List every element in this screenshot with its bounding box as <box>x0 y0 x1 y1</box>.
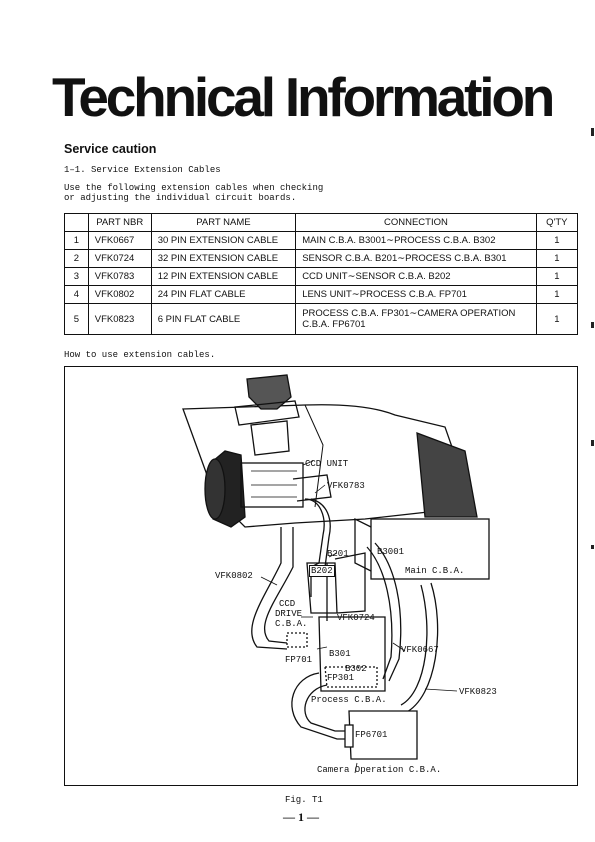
table-row: 1 VFK0667 30 PIN EXTENSION CABLE MAIN C.… <box>64 231 579 250</box>
cable-vfk0802 <box>251 527 288 650</box>
row-number: 5 <box>64 303 89 335</box>
table-row: 3 VFK0783 12 PIN EXTENSION CABLE CCD UNI… <box>64 267 579 286</box>
label-vfk0802: VFK0802 <box>215 571 253 581</box>
cable-vfk0823 <box>404 582 439 714</box>
cable-vfk0667 <box>366 546 393 680</box>
row-number: 1 <box>64 231 89 250</box>
camera-side-panel <box>416 432 478 518</box>
row-number: 4 <box>64 285 89 304</box>
qty-cell: 1 <box>535 303 579 335</box>
label-b3001: B3001 <box>377 547 405 557</box>
header-qty: Q'TY <box>535 213 579 232</box>
header-part-nbr: PART NBR <box>87 213 152 232</box>
label-b301: B301 <box>329 649 351 659</box>
part-name-cell: 32 PIN EXTENSION CABLE <box>150 249 297 268</box>
figure-intro: How to use extension cables. <box>64 350 216 360</box>
label-fp301: FP301 <box>327 673 355 683</box>
table-row: 4 VFK0802 24 PIN FLAT CABLE LENS UNIT∼PR… <box>64 285 579 304</box>
part-nbr-cell: VFK0783 <box>87 267 152 286</box>
camera-diagram <box>182 374 490 774</box>
viewfinder-eyecup <box>246 374 292 410</box>
page-edge-mark <box>591 128 594 136</box>
header-part-name: PART NAME <box>150 213 297 232</box>
table-row: 2 VFK0724 32 PIN EXTENSION CABLE SENSOR … <box>64 249 579 268</box>
label-process-cba: Process C.B.A. <box>311 695 387 705</box>
qty-cell: 1 <box>535 285 579 304</box>
label-vfk0724: VFK0724 <box>337 613 375 623</box>
label-vfk0783: VFK0783 <box>327 481 365 491</box>
label-ccd-drive-1: CCD <box>279 599 296 609</box>
qty-cell: 1 <box>535 267 579 286</box>
label-b201: B201 <box>327 549 349 559</box>
row-number: 2 <box>64 249 89 268</box>
page-number: — 1 — <box>283 810 319 824</box>
cable-vfk0783 <box>304 498 325 597</box>
label-fp701: FP701 <box>285 655 313 665</box>
part-nbr-cell: VFK0802 <box>87 285 152 304</box>
label-ccd-drive-3: C.B.A. <box>275 619 308 629</box>
part-name-cell: 24 PIN FLAT CABLE <box>150 285 297 304</box>
process-cba <box>318 616 386 692</box>
label-fp6701: FP6701 <box>355 730 388 740</box>
header-no <box>64 213 89 232</box>
part-name-cell: 30 PIN EXTENSION CABLE <box>150 231 297 250</box>
part-nbr-cell: VFK0823 <box>87 303 152 335</box>
connection-cell: PROCESS C.B.A. FP301∼CAMERA OPERATION C.… <box>295 303 537 335</box>
part-nbr-cell: VFK0667 <box>87 231 152 250</box>
label-main-cba: Main C.B.A. <box>405 566 465 576</box>
subsection-title: 1–1. Service Extension Cables <box>64 165 221 175</box>
label-ccd-unit: CCD UNIT <box>305 459 349 469</box>
section-heading: Service caution <box>64 142 157 156</box>
page-title: Technical Information <box>52 66 555 128</box>
page-edge-mark <box>591 440 594 446</box>
camera-body-outline <box>182 404 474 528</box>
connection-cell: SENSOR C.B.A. B201∼PROCESS C.B.A. B301 <box>295 249 537 268</box>
intro-text: Use the following extension cables when … <box>64 183 324 203</box>
part-name-cell: 12 PIN EXTENSION CABLE <box>150 267 297 286</box>
connection-cell: MAIN C.B.A. B3001∼PROCESS C.B.A. B302 <box>295 231 537 250</box>
table-header-row: PART NBR PART NAME CONNECTION Q'TY <box>64 213 579 232</box>
part-nbr-cell: VFK0724 <box>87 249 152 268</box>
label-ccd-drive-2: DRIVE <box>275 609 303 619</box>
qty-cell: 1 <box>535 231 579 250</box>
header-connection: CONNECTION <box>295 213 537 232</box>
page-edge-mark <box>591 545 594 549</box>
figure-caption: Fig. T1 <box>285 795 323 805</box>
part-name-cell: 6 PIN FLAT CABLE <box>150 303 297 335</box>
page-edge-mark <box>591 322 594 328</box>
figure-t1: CCD UNIT VFK0783 B201 B3001 B202 Main C.… <box>64 366 578 786</box>
label-b302: B302 <box>345 664 367 674</box>
label-b202: B202 <box>309 565 335 577</box>
table-row: 5 VFK0823 6 PIN FLAT CABLE PROCESS C.B.A… <box>64 303 579 335</box>
label-vfk0667: VFK0667 <box>401 645 439 655</box>
qty-cell: 1 <box>535 249 579 268</box>
connection-cell: LENS UNIT∼PROCESS C.B.A. FP701 <box>295 285 537 304</box>
label-vfk0823: VFK0823 <box>459 687 497 697</box>
row-number: 3 <box>64 267 89 286</box>
extension-cable-table: PART NBR PART NAME CONNECTION Q'TY 1 VFK… <box>64 213 579 335</box>
label-camera-operation-cba: Camera Operation C.B.A. <box>317 765 442 775</box>
connection-cell: CCD UNIT∼SENSOR C.B.A. B202 <box>295 267 537 286</box>
